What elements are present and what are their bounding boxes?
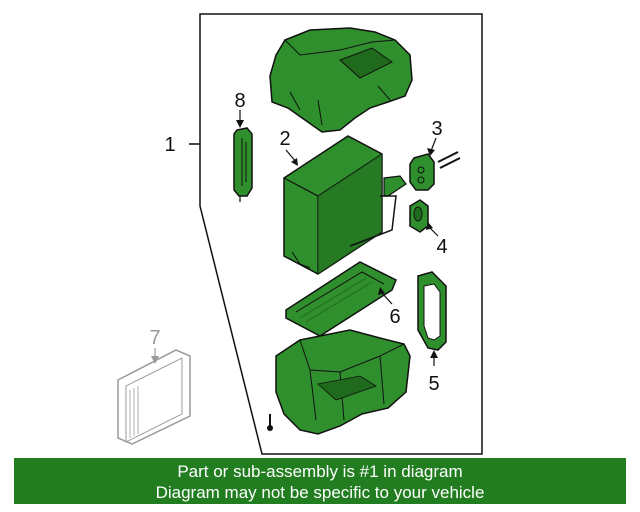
sensor-part[interactable] — [233, 127, 253, 202]
callout-leader-6 — [380, 291, 393, 305]
assembly-boundary — [199, 13, 483, 455]
callout-7[interactable]: 7 — [149, 327, 160, 349]
callout-4[interactable]: 4 — [436, 236, 447, 258]
callout-arrow-5 — [430, 350, 438, 358]
parts-diagram: 1 8 2 3 4 — [117, 13, 483, 455]
disclaimer-banner: Part or sub-assembly is #1 in diagram Di… — [14, 458, 626, 504]
callout-leader-3 — [430, 137, 437, 152]
callout-1[interactable]: 1 — [164, 134, 175, 156]
callout-2[interactable]: 2 — [279, 128, 290, 150]
banner-line-1: Part or sub-assembly is #1 in diagram — [177, 462, 463, 481]
lower-case-part[interactable] — [275, 329, 411, 435]
upper-case-part[interactable] — [269, 27, 413, 133]
evaporator-core-part[interactable] — [283, 135, 407, 275]
screw-part[interactable] — [267, 414, 273, 431]
callout-arrow-3 — [427, 148, 435, 156]
callout-arrow-6 — [378, 287, 385, 295]
callout-arrow-2 — [291, 158, 298, 166]
callout-arrow-8 — [236, 120, 244, 128]
expansion-valve-part[interactable] — [409, 151, 461, 191]
callout-arrow-7 — [151, 356, 159, 364]
callout-arrow-4 — [426, 222, 433, 230]
cabin-filter-part[interactable] — [117, 349, 191, 445]
callout-3[interactable]: 3 — [431, 118, 442, 140]
callout-8[interactable]: 8 — [234, 90, 245, 112]
banner-line-2: Diagram may not be specific to your vehi… — [155, 483, 485, 502]
callout-6[interactable]: 6 — [389, 306, 400, 328]
bracket-part[interactable] — [285, 261, 397, 337]
seal-part[interactable] — [409, 199, 429, 233]
callout-5[interactable]: 5 — [428, 373, 439, 395]
gasket-part[interactable] — [417, 271, 447, 351]
